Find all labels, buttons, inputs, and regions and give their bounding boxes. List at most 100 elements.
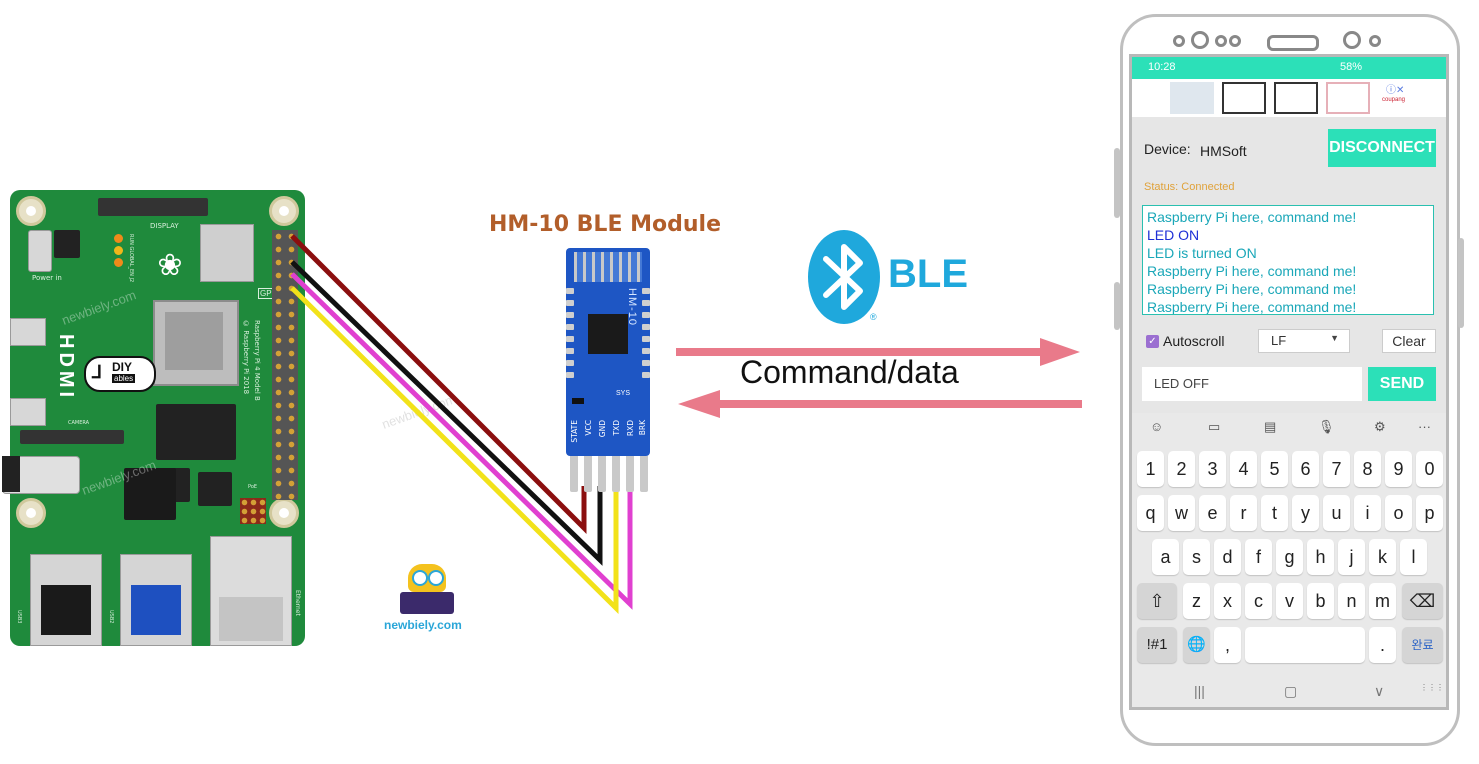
key-a[interactable]: a <box>1152 539 1179 575</box>
key-e[interactable]: e <box>1199 495 1226 531</box>
key-w[interactable]: w <box>1168 495 1195 531</box>
usb2-label: USB2 <box>108 610 114 624</box>
ad-close-icon[interactable]: ⓘ✕ <box>1386 85 1405 96</box>
key-l[interactable]: l <box>1400 539 1427 575</box>
soc-chip <box>153 300 239 386</box>
key-m[interactable]: m <box>1369 583 1396 619</box>
home-icon[interactable]: ▢ <box>1284 683 1298 699</box>
globe-icon[interactable]: 🌐 <box>1183 627 1210 663</box>
ad-thumbnail[interactable] <box>1222 82 1266 114</box>
log-line: Raspberry Pi here, command me! <box>1147 281 1357 297</box>
usb3-port <box>120 554 192 646</box>
key-n[interactable]: n <box>1338 583 1365 619</box>
backspace-key[interactable]: ⌫ <box>1402 583 1443 619</box>
shift-key[interactable]: ⇧ <box>1137 583 1177 619</box>
volume-button[interactable] <box>1114 148 1120 218</box>
pin-leg <box>626 456 634 492</box>
key-3[interactable]: 3 <box>1199 451 1226 487</box>
done-key[interactable]: 완료 <box>1402 627 1443 663</box>
message-log[interactable]: Raspberry Pi here, command me! LED ON LE… <box>1142 205 1434 315</box>
ram-chip <box>156 404 236 460</box>
key-t[interactable]: t <box>1261 495 1288 531</box>
key-p[interactable]: p <box>1416 495 1443 531</box>
autoscroll-label: Autoscroll <box>1163 333 1225 349</box>
key-6[interactable]: 6 <box>1292 451 1319 487</box>
key-d[interactable]: d <box>1214 539 1241 575</box>
key-h[interactable]: h <box>1307 539 1334 575</box>
key-1[interactable]: 1 <box>1137 451 1164 487</box>
key-b[interactable]: b <box>1307 583 1334 619</box>
usb3-label: USB3 <box>16 610 22 624</box>
key-i[interactable]: i <box>1354 495 1381 531</box>
line-ending-select[interactable]: LF ▼ <box>1258 329 1350 353</box>
key-5[interactable]: 5 <box>1261 451 1288 487</box>
key-o[interactable]: o <box>1385 495 1412 531</box>
log-line: LED is turned ON <box>1147 245 1257 261</box>
key-z[interactable]: z <box>1183 583 1210 619</box>
space-key[interactable] <box>1245 627 1365 663</box>
key-f[interactable]: f <box>1245 539 1272 575</box>
ad-banner[interactable]: ⓘ✕ coupang <box>1132 79 1446 117</box>
key-j[interactable]: j <box>1338 539 1365 575</box>
wire-vcc <box>290 234 587 535</box>
camera-label: CAMERA <box>68 420 90 426</box>
emoji-icon[interactable]: ☺ <box>1150 419 1164 434</box>
ad-thumbnail[interactable] <box>1170 82 1214 114</box>
keyboard-hide-icon[interactable]: ⋮⋮⋮ <box>1420 683 1444 692</box>
disconnect-button[interactable]: DISCONNECT <box>1328 129 1436 167</box>
ad-thumbnail[interactable] <box>1326 82 1370 114</box>
key-g[interactable]: g <box>1276 539 1303 575</box>
text-edit-icon[interactable]: ▤ <box>1264 419 1277 434</box>
key-c[interactable]: c <box>1245 583 1272 619</box>
ad-brand: coupang <box>1382 97 1406 103</box>
usb2-port <box>30 554 102 646</box>
side-button[interactable] <box>1114 282 1120 330</box>
recent-apps-icon[interactable]: ||| <box>1194 683 1205 699</box>
key-v[interactable]: v <box>1276 583 1303 619</box>
display-label: DISPLAY <box>150 222 179 230</box>
key-u[interactable]: u <box>1323 495 1350 531</box>
poe-label: PoE <box>248 484 258 490</box>
more-icon[interactable]: ··· <box>1418 419 1431 434</box>
key-0[interactable]: 0 <box>1416 451 1443 487</box>
key-y[interactable]: y <box>1292 495 1319 531</box>
ethernet-chip <box>124 468 176 520</box>
autoscroll-checkbox[interactable]: ✓ <box>1146 335 1159 348</box>
comma-key[interactable]: , <box>1214 627 1241 663</box>
key-x[interactable]: x <box>1214 583 1241 619</box>
period-key[interactable]: . <box>1369 627 1396 663</box>
display-connector <box>98 198 208 216</box>
power-button[interactable] <box>1458 238 1464 328</box>
command-input[interactable]: LED OFF <box>1142 367 1362 401</box>
registered-mark: ® <box>870 312 877 322</box>
key-8[interactable]: 8 <box>1354 451 1381 487</box>
symbols-key[interactable]: !#1 <box>1137 627 1177 663</box>
log-line: Raspberry Pi here, command me! <box>1147 299 1357 315</box>
micro-hdmi-port <box>10 318 46 346</box>
module-title: HM-10 BLE Module <box>488 212 722 237</box>
clipboard-icon[interactable]: ▭ <box>1208 419 1221 434</box>
key-2[interactable]: 2 <box>1168 451 1195 487</box>
key-9[interactable]: 9 <box>1385 451 1412 487</box>
key-q[interactable]: q <box>1137 495 1164 531</box>
key-r[interactable]: r <box>1230 495 1257 531</box>
power-port <box>28 230 52 272</box>
key-7[interactable]: 7 <box>1323 451 1350 487</box>
pin-leg <box>640 456 648 492</box>
send-button[interactable]: SEND <box>1368 367 1436 401</box>
device-name: HMSoft <box>1200 143 1247 159</box>
key-s[interactable]: s <box>1183 539 1210 575</box>
phy-chip <box>198 472 232 506</box>
camera-icon <box>1343 31 1361 49</box>
pin-leg <box>584 456 592 492</box>
clear-button[interactable]: Clear <box>1382 329 1436 353</box>
sensor-icon <box>1215 35 1227 47</box>
ad-thumbnail[interactable] <box>1274 82 1318 114</box>
back-icon[interactable]: ∨ <box>1374 683 1385 699</box>
microphone-icon[interactable]: 🎙 <box>1318 419 1335 434</box>
key-4[interactable]: 4 <box>1230 451 1257 487</box>
status-bar: 10:28 58% <box>1132 57 1446 79</box>
settings-icon[interactable]: ⚙ <box>1374 419 1386 434</box>
pin-label-txd: TXD <box>612 420 621 436</box>
key-k[interactable]: k <box>1369 539 1396 575</box>
